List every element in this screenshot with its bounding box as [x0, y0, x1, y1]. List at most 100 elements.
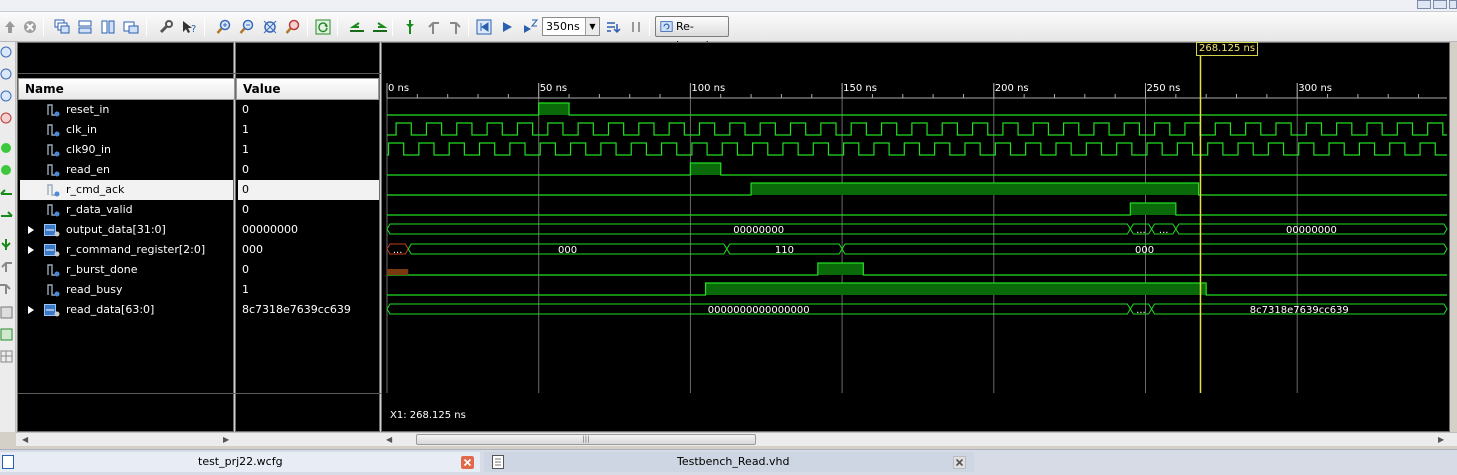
cascade-icon[interactable] [52, 17, 71, 36]
run-for-icon[interactable] [520, 17, 539, 36]
signal-row[interactable]: r_data_valid [20, 200, 233, 220]
marker-side-icon[interactable] [0, 238, 13, 251]
signal-row[interactable]: r_command_register[2:0] [20, 240, 233, 260]
wave-trace [387, 162, 1447, 176]
chevron-down-icon[interactable]: ▼ [585, 18, 599, 35]
previous-marker-icon[interactable] [423, 17, 442, 36]
zoom-out-icon[interactable] [237, 17, 256, 36]
wave-scroll-left-icon[interactable]: ◀ [386, 435, 393, 444]
bus-signal-icon [44, 304, 60, 317]
value-column-header[interactable]: Value [236, 78, 379, 100]
zoom-fit-icon[interactable] [260, 17, 279, 36]
signal-value: 8c7318e7639cc639 [242, 303, 351, 316]
prev-transition-icon[interactable] [0, 142, 13, 155]
run-time-select[interactable]: 350ns ▼ [542, 17, 600, 36]
relaunch-icon [660, 21, 673, 32]
expand-arrow-icon[interactable] [28, 246, 34, 254]
stop-icon[interactable] [20, 17, 39, 36]
window-top-strip [0, 0, 1457, 12]
signal-row[interactable]: clk_in [20, 120, 233, 140]
horizontal-scrollbar[interactable]: ◀ ▶ ◀ ||| ▶ [16, 432, 1457, 446]
wave-high-fill [705, 283, 1207, 295]
zoom-cursor-side-icon[interactable] [0, 112, 13, 125]
step-icon[interactable] [603, 17, 622, 36]
signal-row[interactable]: reset_in [20, 100, 233, 120]
name-column-header[interactable]: Name [18, 78, 235, 100]
wave-scroll-right-icon[interactable]: ▶ [1438, 435, 1445, 444]
zoom-to-cursor-icon[interactable] [283, 17, 302, 36]
expand-arrow-icon[interactable] [28, 226, 34, 234]
time-tick-label: 150 ns [843, 83, 877, 94]
close-icon[interactable] [461, 456, 474, 469]
properties-icon[interactable] [156, 17, 175, 36]
signal-name: clk90_in [66, 143, 111, 156]
swap-icon[interactable] [0, 306, 13, 319]
zoom-in-side-icon[interactable] [0, 46, 13, 59]
grid-icon[interactable] [0, 350, 13, 363]
tile-vertical-icon[interactable] [98, 17, 117, 36]
next-transition-icon[interactable] [0, 164, 13, 177]
run-icon[interactable] [497, 17, 516, 36]
signal-name: r_burst_done [66, 263, 138, 276]
bit-signal-icon [47, 124, 60, 137]
float-icon[interactable] [121, 17, 140, 36]
go-right-icon[interactable] [0, 208, 13, 221]
help-icon[interactable]: ? [179, 17, 198, 36]
run-time-value: 350ns [546, 20, 580, 33]
signal-value: 0 [242, 203, 249, 216]
bus-value-label: 000 [558, 245, 577, 256]
snap-icon[interactable] [0, 328, 13, 341]
scroll-thumb[interactable]: ||| [416, 434, 756, 445]
document-icon [492, 455, 504, 469]
wave-trace [387, 262, 1447, 276]
signal-row[interactable]: output_data[31:0] [20, 220, 233, 240]
tile-horizontal-icon[interactable] [75, 17, 94, 36]
go-to-next-icon[interactable] [370, 17, 389, 36]
next-marker-side-icon[interactable] [0, 282, 13, 295]
signal-row[interactable]: read_data[63:0] [20, 300, 233, 320]
go-left-icon[interactable] [0, 186, 13, 199]
minimize-icon[interactable] [1417, 0, 1431, 9]
signal-row[interactable]: read_en [20, 160, 233, 180]
wave-trace [387, 202, 1447, 216]
zoom-out-side-icon[interactable] [0, 68, 13, 81]
signal-row[interactable]: clk90_in [20, 140, 233, 160]
cursor-readout: X1: 268.125 ns [390, 410, 466, 421]
bus-signal-icon [44, 224, 60, 237]
close-window-icon[interactable] [1449, 0, 1457, 9]
clock-trace [387, 122, 1447, 136]
zoom-fit-side-icon[interactable] [0, 90, 13, 103]
signal-row[interactable]: r_cmd_ack [20, 180, 233, 200]
time-tick-label: 300 ns [1298, 83, 1332, 94]
prev-marker-side-icon[interactable] [0, 260, 13, 273]
refresh-icon[interactable] [313, 17, 332, 36]
signal-row[interactable]: read_busy [20, 280, 233, 300]
expand-arrow-icon[interactable] [28, 306, 34, 314]
tab-vhd[interactable]: Testbench_Read.vhd [484, 452, 974, 472]
bit-signal-icon [47, 164, 60, 177]
wave-high-fill [751, 183, 1199, 195]
wave-high-fill [817, 263, 864, 275]
zoom-in-icon[interactable] [214, 17, 233, 36]
bus-value-label: 0000000000000000 [708, 305, 810, 316]
up-arrow-icon[interactable] [0, 17, 19, 36]
tab-wcfg[interactable]: test_prj22.wcfg [0, 452, 480, 472]
bit-signal-icon [47, 144, 60, 157]
wave-high-fill [538, 103, 570, 115]
scroll-left-icon[interactable]: ◀ [22, 435, 29, 444]
next-marker-icon[interactable] [446, 17, 465, 36]
close-icon[interactable] [953, 456, 966, 469]
break-icon[interactable] [626, 17, 645, 36]
go-to-previous-icon[interactable] [347, 17, 366, 36]
signal-row[interactable]: r_burst_done [20, 260, 233, 280]
scroll-right-icon[interactable]: ▶ [223, 435, 230, 444]
relaunch-button[interactable]: Re-launch [655, 16, 729, 52]
time-tick-label: 100 ns [691, 83, 725, 94]
add-marker-icon[interactable] [400, 17, 419, 36]
maximize-icon[interactable] [1433, 0, 1447, 9]
restart-icon[interactable] [474, 17, 493, 36]
signal-value: 000 [242, 243, 263, 256]
